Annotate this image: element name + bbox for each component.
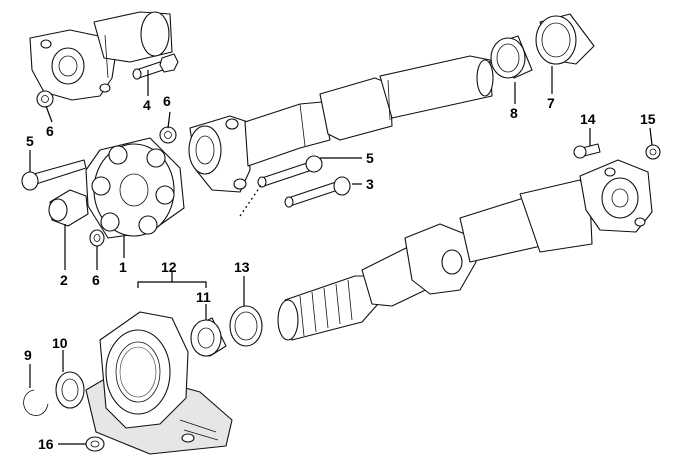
leader-lines — [29, 66, 653, 445]
nut-part-6-lower — [89, 229, 105, 247]
circlip-part-9 — [23, 389, 49, 416]
callout-4: 4 — [143, 97, 151, 113]
bolt-part-5-right — [257, 155, 323, 188]
flex-disc-part-1 — [85, 137, 185, 239]
callout-7: 7 — [547, 95, 555, 111]
nut-part-16 — [85, 436, 105, 452]
callout-13: 13 — [234, 259, 250, 275]
nut-part-6-top — [159, 126, 177, 144]
front-driveshaft — [188, 55, 494, 193]
gearbox-output-flange — [29, 11, 173, 101]
bolt-part-3 — [284, 176, 351, 208]
callout-15: 15 — [640, 111, 656, 127]
nut-part-6-left — [36, 90, 54, 108]
nut-part-15 — [645, 144, 661, 160]
callout-5-right: 5 — [366, 150, 374, 166]
sleeve-part-2 — [48, 189, 89, 227]
bolt-part-4 — [132, 53, 179, 80]
callout-11: 11 — [196, 289, 211, 305]
callout-14: 14 — [580, 111, 596, 127]
callout-10: 10 — [52, 335, 68, 351]
center-bearing-part-12 — [85, 311, 233, 455]
bolt-part-5-left — [21, 159, 87, 191]
callout-9: 9 — [24, 347, 32, 363]
callout-labels: 4 6 6 5 5 3 1 2 6 8 7 14 15 12 11 13 10 … — [24, 93, 656, 452]
bearing-part-11 — [190, 317, 227, 357]
callout-1: 1 — [119, 259, 127, 275]
callout-8: 8 — [510, 105, 518, 121]
ring-part-13 — [229, 305, 263, 347]
callout-2: 2 — [60, 272, 68, 288]
ring-part-8 — [490, 35, 533, 79]
cap-part-7 — [535, 13, 595, 65]
callout-6-left: 6 — [46, 123, 54, 139]
callout-12: 12 — [161, 259, 177, 275]
callout-6-top: 6 — [163, 93, 171, 109]
callout-16: 16 — [38, 436, 54, 452]
callout-3: 3 — [366, 176, 374, 192]
rear-driveshaft — [277, 159, 653, 341]
callout-5-left: 5 — [26, 133, 34, 149]
ring-part-10 — [55, 371, 85, 409]
bolt-part-14 — [573, 143, 601, 159]
callout-6-lower: 6 — [92, 272, 100, 288]
